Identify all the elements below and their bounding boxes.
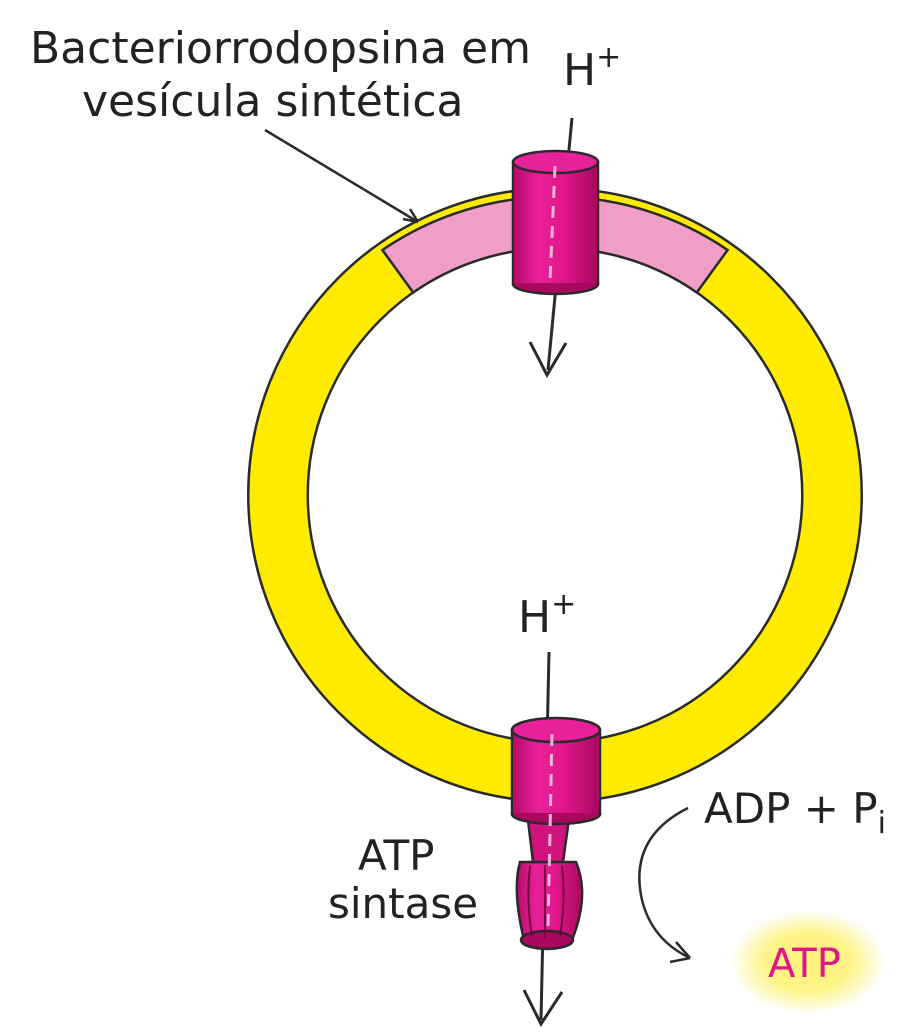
vesicle-label-pointer xyxy=(265,130,418,222)
reaction-arrow xyxy=(639,808,690,962)
atp-synthase xyxy=(512,652,600,1024)
bacteriorhodopsin-channel xyxy=(513,118,598,375)
atp-product-label: ATP xyxy=(768,941,841,987)
atp-synthase-label-line1: ATP xyxy=(358,831,434,880)
top-proton-label: H+ xyxy=(563,40,621,96)
vesicle-label-line1: Bacteriorrodopsina em xyxy=(30,23,531,74)
atp-synthase-label-line2: sintase xyxy=(328,879,478,928)
vesicle-label-line2: vesícula sintética xyxy=(82,76,464,127)
substrates-label: ADP + Pi xyxy=(704,784,886,841)
bottom-proton-label: H+ xyxy=(518,587,576,643)
